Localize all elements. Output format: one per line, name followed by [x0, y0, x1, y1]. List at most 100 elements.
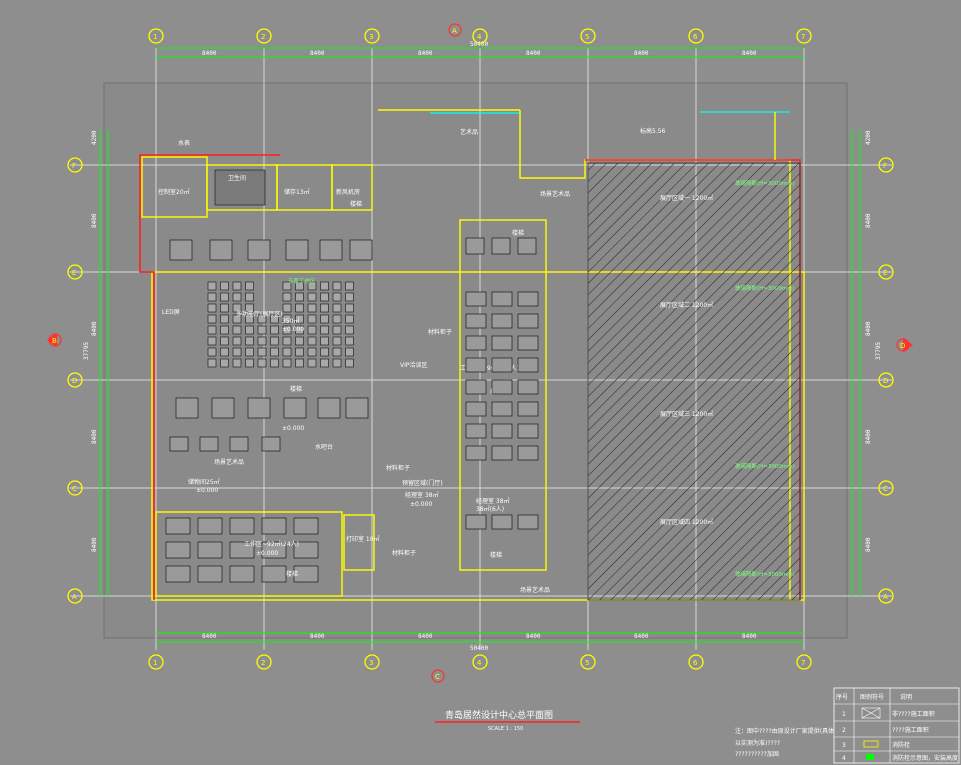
- svg-text:7: 7: [801, 33, 805, 41]
- work-desk: [517, 379, 539, 395]
- svg-text:玻璃隔断(H=3000mm): 玻璃隔断(H=3000mm): [735, 284, 795, 292]
- hall-seat: [307, 347, 317, 357]
- dimension-lines: [99, 47, 861, 643]
- svg-text:3: 3: [842, 742, 846, 749]
- manager-desk: [465, 514, 487, 530]
- lounge-chair: [517, 237, 537, 255]
- hall-seat: [232, 358, 242, 368]
- hall-seat: [245, 347, 254, 357]
- hall-seat: [220, 325, 229, 335]
- svg-text:5: 5: [585, 659, 589, 667]
- svg-text:预留区域(门厅): 预留区域(门厅): [402, 479, 443, 487]
- hall-seat: [307, 314, 317, 324]
- dim-top-1: 8400: [202, 50, 217, 57]
- hall-seat: [320, 314, 329, 324]
- title-block: 青岛居然设计中心总平面图 SCALE 1 : 150: [435, 709, 580, 732]
- svg-text:材料柜子: 材料柜子: [428, 328, 452, 336]
- work-desk: [197, 541, 223, 559]
- svg-text:材料柜子: 材料柜子: [386, 464, 410, 472]
- svg-text:艺术品: 艺术品: [460, 128, 478, 136]
- work-desk: [465, 357, 487, 373]
- svg-text:1: 1: [842, 711, 846, 718]
- exhibition-hall-labels: 展厅区域一 1200㎡ 展厅区域二 1200㎡ 展厅区域三 1200㎡ 展厅区域…: [660, 179, 795, 578]
- hall-seat: [207, 358, 217, 368]
- svg-text:展厅区域四 1200㎡: 展厅区域四 1200㎡: [660, 518, 713, 526]
- work-desk: [293, 565, 319, 583]
- svg-text:±0.000: ±0.000: [256, 550, 278, 557]
- hall-seat: [345, 358, 354, 368]
- hall-seat: [282, 303, 292, 313]
- hall-seat: [320, 303, 329, 313]
- work-desk: [465, 313, 487, 329]
- svg-text:工作区~296㎡(24人): 工作区~296㎡(24人): [460, 364, 519, 372]
- hall-seating-grid: [207, 281, 354, 368]
- svg-text:C: C: [72, 485, 77, 493]
- work-desk: [491, 291, 513, 307]
- hall-seat: [207, 314, 217, 324]
- svg-text:玻璃隔断(H=3000mm): 玻璃隔断(H=3000mm): [735, 570, 795, 578]
- hall-seat: [295, 314, 304, 324]
- bottom-dimensions: 8400 8400 8400 8400 8400 8400 50400: [202, 633, 757, 652]
- hall-seat: [320, 292, 329, 302]
- hall-seat: [207, 292, 217, 302]
- svg-text:场景艺术品: 场景艺术品: [520, 586, 550, 594]
- svg-text:卫生间: 卫生间: [228, 174, 246, 182]
- work-desk: [517, 357, 539, 373]
- hall-seat: [320, 336, 329, 346]
- dim-bot-3: 8400: [418, 633, 433, 640]
- svg-text:以实测为准)????: 以实测为准)????: [735, 739, 780, 747]
- hall-seat: [282, 292, 292, 302]
- hall-seat: [345, 303, 354, 313]
- svg-text:C: C: [435, 673, 440, 681]
- hall-seat: [332, 314, 342, 324]
- hall-seat: [307, 281, 317, 291]
- svg-text:图例符号: 图例符号: [860, 693, 884, 701]
- hall-seat: [207, 325, 217, 335]
- hall-seat: [245, 292, 254, 302]
- work-desk: [465, 379, 487, 395]
- lounge-chair: [465, 237, 485, 255]
- lounge-seating-middle: [169, 397, 369, 452]
- work-desk: [465, 401, 487, 417]
- work-desk: [197, 517, 223, 535]
- svg-text:储物间25㎡: 储物间25㎡: [188, 478, 220, 486]
- work-desk: [491, 423, 513, 439]
- svg-text:D: D: [900, 342, 905, 350]
- hall-seat: [282, 336, 292, 346]
- axis-bubbles-right: F E D C A: [878, 157, 894, 604]
- svg-text:专家工作区: 专家工作区: [288, 277, 316, 285]
- hall-seat: [332, 325, 342, 335]
- top-dimensions: 8400 8400 8400 8400 8400 8400 50400: [202, 41, 757, 57]
- drawing-title: 青岛居然设计中心总平面图: [445, 709, 553, 721]
- hall-seat: [345, 347, 354, 357]
- axis-bubbles-top: 1 2 3 4 5 6 7: [148, 28, 812, 44]
- hall-seat: [282, 281, 292, 291]
- svg-text:楼梯: 楼梯: [290, 385, 302, 393]
- hall-seat: [257, 336, 267, 346]
- hall-seat: [307, 325, 317, 335]
- dim-top-3: 8400: [418, 50, 433, 57]
- svg-text:A: A: [883, 593, 888, 601]
- hall-seat: [232, 292, 242, 302]
- svg-text:C: C: [883, 485, 888, 493]
- hall-seat: [270, 325, 279, 335]
- hall-seat: [220, 292, 229, 302]
- svg-text:水吧台: 水吧台: [315, 443, 333, 451]
- hall-seat: [295, 325, 304, 335]
- svg-text:F: F: [883, 162, 887, 170]
- hall-seat: [207, 303, 217, 313]
- work-desk: [261, 517, 287, 535]
- svg-text:楼梯: 楼梯: [512, 229, 524, 237]
- hall-seat: [245, 303, 254, 313]
- svg-text:1: 1: [153, 33, 157, 41]
- axis-bubbles-bottom: 1 2 3 4 5 6 7: [148, 654, 812, 670]
- dim-left-5: 8400: [91, 537, 98, 552]
- hall-seat: [345, 314, 354, 324]
- work-desk: [229, 565, 255, 583]
- hall-seat: [207, 336, 217, 346]
- hall-seat: [295, 292, 304, 302]
- drawing-notes: 注：图中????由原设计厂家提供(具体以现场 以实测为准)???? ??????…: [735, 727, 852, 758]
- manager-desk: [491, 514, 513, 530]
- svg-text:4: 4: [477, 659, 482, 667]
- dim-left-total: 37795: [83, 342, 90, 360]
